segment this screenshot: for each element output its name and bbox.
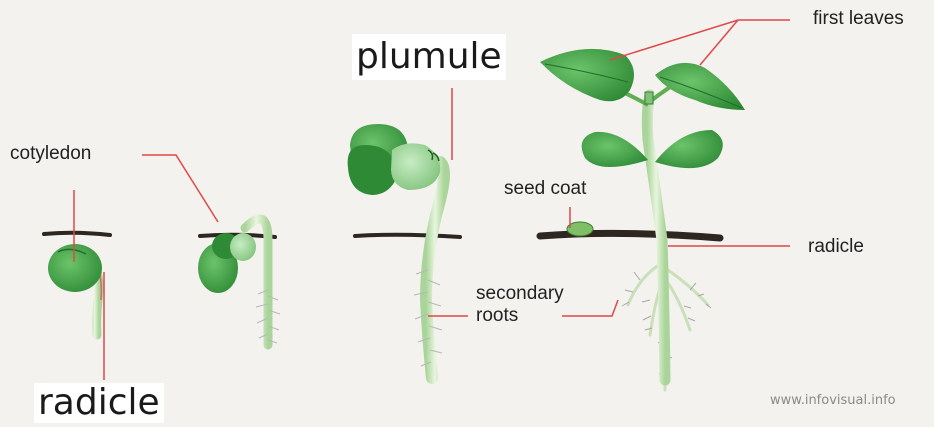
label-cotyledon: cotyledon (10, 143, 91, 165)
stage-3-plumule (348, 124, 444, 378)
credit-text: www.infovisual.info (770, 393, 896, 408)
label-first-leaves: first leaves (813, 8, 904, 30)
label-secondary-roots-line1: secondary (476, 283, 564, 305)
soil-lines (44, 233, 720, 238)
stage-2-seedling (198, 219, 280, 345)
label-radicle-right: radicle (808, 236, 864, 258)
label-seed-coat: seed coat (504, 178, 586, 200)
label-secondary-roots-line2: roots (476, 305, 518, 327)
label-radicle-bottom: radicle (34, 383, 164, 423)
label-plumule: plumule (352, 34, 506, 80)
stage-1-seed (48, 244, 102, 335)
